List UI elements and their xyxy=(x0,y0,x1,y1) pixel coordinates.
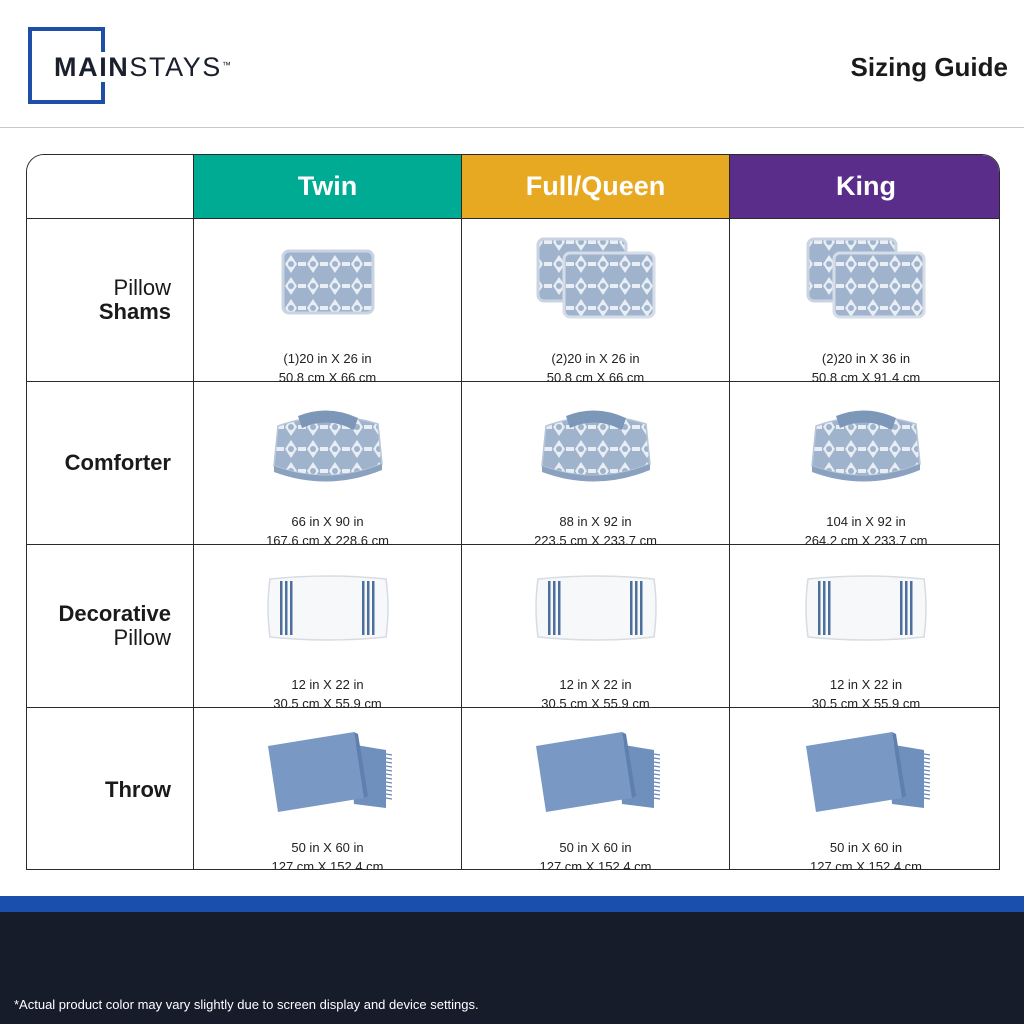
comforter-icon xyxy=(258,394,398,494)
size-cell: (2)20 in X 26 in 50.8 cm X 66 cm xyxy=(462,219,730,385)
dimensions: (1)20 in X 26 in 50.8 cm X 66 cm xyxy=(279,349,377,387)
size-cell: (1)20 in X 26 in 50.8 cm X 66 cm xyxy=(194,219,462,385)
logo-strong: MAIN xyxy=(54,52,130,82)
dimension-metric: 264.2 cm X 233.7 cm xyxy=(804,533,928,548)
dimensions: 12 in X 22 in 30.5 cm X 55.9 cm xyxy=(273,675,381,713)
dimensions: (2)20 in X 36 in 50.8 cm X 91.4 cm xyxy=(812,349,920,387)
dimension-imperial: 12 in X 22 in xyxy=(291,677,364,692)
dimensions: 12 in X 22 in 30.5 cm X 55.9 cm xyxy=(541,675,649,713)
dimensions: 88 in X 92 in 223.5 cm X 233.7 cm xyxy=(534,512,657,550)
dimension-imperial: 50 in X 60 in xyxy=(829,840,903,855)
pillow-sham-icon xyxy=(526,231,666,331)
pillow-sham-icon xyxy=(258,231,398,331)
column-header-full-queen: Full/Queen xyxy=(462,155,730,219)
size-cell: (2)20 in X 36 in 50.8 cm X 91.4 cm xyxy=(730,219,999,385)
dimensions: 50 in X 60 in 127 cm X 152.4 cm xyxy=(810,838,922,870)
row-label-bold: Throw xyxy=(105,776,171,802)
size-cell: 12 in X 22 in 30.5 cm X 55.9 cm xyxy=(462,545,730,711)
size-cell: 50 in X 60 in 127 cm X 152.4 cm xyxy=(462,708,730,870)
column-header-king: King xyxy=(730,155,999,219)
row-label-bold: Comforter xyxy=(64,450,171,475)
dimension-metric: 50.8 cm X 66 cm xyxy=(546,370,645,385)
dimension-metric: 30.5 cm X 55.9 cm xyxy=(273,696,382,711)
row-label-comforter: Comforter xyxy=(27,382,194,545)
pillow-sham-icon xyxy=(796,231,936,331)
size-cell: 66 in X 90 in 167.6 cm X 228.6 cm xyxy=(194,382,462,548)
dimension-metric: 223.5 cm X 233.7 cm xyxy=(534,533,657,548)
dimension-metric: 50.8 cm X 66 cm xyxy=(278,370,377,385)
page-title: Sizing Guide xyxy=(850,52,1008,82)
dimension-metric: 30.5 cm X 55.9 cm xyxy=(541,696,650,711)
size-cell: 104 in X 92 in 264.2 cm X 233.7 cm xyxy=(730,382,999,548)
dimension-imperial: (2)20 in X 26 in xyxy=(551,351,640,366)
dimension-metric: 127 cm X 152.4 cm xyxy=(271,859,384,870)
dimension-metric: 127 cm X 152.4 cm xyxy=(810,859,922,870)
footer-accent-bar xyxy=(0,896,1024,912)
corner-cell xyxy=(27,155,194,219)
row-label-bold: Decorative xyxy=(58,601,171,626)
size-cell: 12 in X 22 in 30.5 cm X 55.9 cm xyxy=(730,545,999,711)
throw-blanket-icon xyxy=(796,720,936,820)
dimensions: 66 in X 90 in 167.6 cm X 228.6 cm xyxy=(266,512,389,550)
row-label-bold: Shams xyxy=(98,299,171,324)
throw-blanket-icon xyxy=(258,720,398,820)
size-cell: 50 in X 60 in 127 cm X 152.4 cm xyxy=(730,708,999,870)
dimension-imperial: (1)20 in X 26 in xyxy=(283,351,372,366)
column-header-twin: Twin xyxy=(194,155,462,219)
comforter-icon xyxy=(526,394,666,494)
dimensions: 104 in X 92 in 264.2 cm X 233.7 cm xyxy=(805,512,928,550)
decorative-pillow-icon xyxy=(526,557,666,657)
dimensions: 50 in X 60 in 127 cm X 152.4 cm xyxy=(271,838,384,870)
comforter-icon xyxy=(796,394,936,494)
dimension-metric: 127 cm X 152.4 cm xyxy=(539,859,652,870)
logo-light: STAYS xyxy=(129,52,222,82)
row-label-throw: Throw xyxy=(27,708,194,869)
dimension-imperial: 104 in X 92 in xyxy=(826,514,906,529)
dimension-imperial: 12 in X 22 in xyxy=(829,677,903,692)
footer xyxy=(0,912,1024,1024)
row-label-light: Pillow xyxy=(113,275,171,300)
dimensions: (2)20 in X 26 in 50.8 cm X 66 cm xyxy=(547,349,645,387)
dimension-imperial: 50 in X 60 in xyxy=(559,840,632,855)
decorative-pillow-icon xyxy=(258,557,398,657)
dimensions: 12 in X 22 in 30.5 cm X 55.9 cm xyxy=(812,675,920,713)
decorative-pillow-icon xyxy=(796,557,936,657)
brand-logo: MAINSTAYS™ xyxy=(54,51,231,83)
header-divider xyxy=(0,127,1024,128)
dimension-metric: 167.6 cm X 228.6 cm xyxy=(266,533,389,548)
dimension-imperial: 50 in X 60 in xyxy=(291,840,364,855)
size-cell: 88 in X 92 in 223.5 cm X 233.7 cm xyxy=(462,382,730,548)
dimension-imperial: 12 in X 22 in xyxy=(559,677,632,692)
row-label-light: Pillow xyxy=(113,625,171,650)
dimensions: 50 in X 60 in 127 cm X 152.4 cm xyxy=(539,838,652,870)
trademark: ™ xyxy=(221,60,231,70)
dimension-metric: 50.8 cm X 91.4 cm xyxy=(811,370,921,385)
size-cell: 50 in X 60 in 127 cm X 152.4 cm xyxy=(194,708,462,870)
size-cell: 12 in X 22 in 30.5 cm X 55.9 cm xyxy=(194,545,462,711)
dimension-imperial: (2)20 in X 36 in xyxy=(821,351,911,366)
dimension-metric: 30.5 cm X 55.9 cm xyxy=(811,696,921,711)
dimension-imperial: 66 in X 90 in xyxy=(291,514,364,529)
throw-blanket-icon xyxy=(526,720,666,820)
dimension-imperial: 88 in X 92 in xyxy=(559,514,632,529)
disclaimer: *Actual product color may vary slightly … xyxy=(14,997,479,1012)
